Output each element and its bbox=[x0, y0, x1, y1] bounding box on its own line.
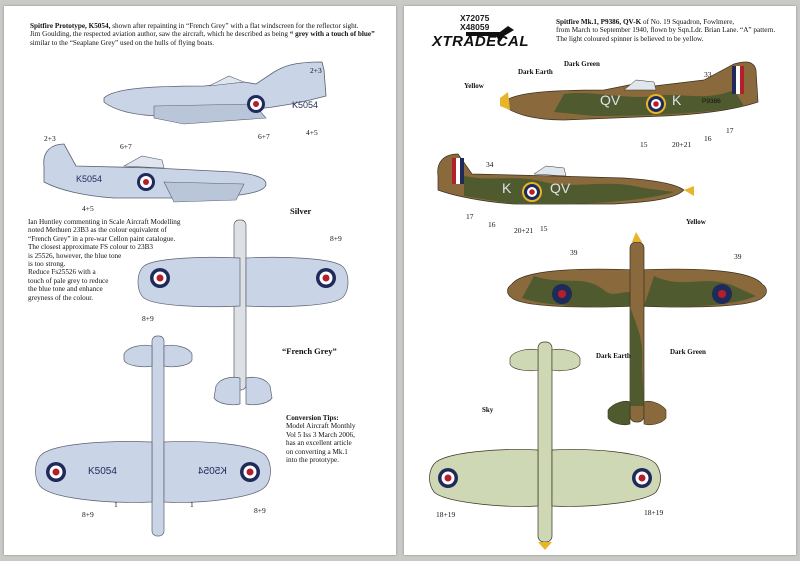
callout-17-port: 17 bbox=[466, 212, 474, 221]
prototype-side-view-starboard bbox=[103, 61, 327, 125]
left-page: Spitfire Prototype, K5054, shown after r… bbox=[4, 6, 396, 555]
intro-title: Spitfire Prototype, K5054, bbox=[30, 22, 111, 30]
callout-20-21: 20+21 bbox=[672, 140, 692, 149]
serial-underwing-starboard: K5054 bbox=[198, 466, 227, 477]
label-sky: Sky bbox=[482, 406, 494, 414]
note-line: is too strong. bbox=[28, 260, 66, 269]
left-artwork bbox=[35, 61, 349, 537]
prototype-plan-view-lower bbox=[35, 335, 271, 537]
catalogue-number-2: X48059 bbox=[460, 22, 490, 32]
note-line: is 25526, however, the blue tone bbox=[28, 251, 122, 260]
note-line: Ian Huntley commenting in Scale Aircraft… bbox=[28, 218, 181, 226]
callout-16-port: 16 bbox=[488, 220, 496, 229]
right-intro-text: Spitfire Mk.1, P9386, QV-K of No. 19 Squ… bbox=[556, 18, 792, 43]
right-page: X72075 X48059 XTRADECAL Spitfire Mk.1, P… bbox=[404, 6, 796, 555]
callout-8-9-lower-right: 8+9 bbox=[254, 506, 266, 515]
aircraft-line3: The light coloured spinner is believed t… bbox=[556, 34, 704, 43]
label-dark-earth-top: Dark Earth bbox=[518, 68, 553, 76]
note-line: The closest approximate FS colour to 23B… bbox=[28, 243, 153, 252]
callout-18-19-left: 18+19 bbox=[436, 510, 456, 519]
serial-side-1: K5054 bbox=[292, 100, 319, 110]
callout-17: 17 bbox=[726, 126, 734, 135]
intro-emphasis: “ grey with a touch of blue” bbox=[289, 30, 375, 39]
label-dark-green-plan: Dark Green bbox=[670, 348, 706, 356]
squadron-code-port: QV bbox=[550, 180, 571, 196]
conversion-line: Model Aircraft Monthly bbox=[286, 422, 356, 431]
callout-20-21-port: 20+21 bbox=[514, 226, 534, 235]
conversion-line: on converting a Mk.1 bbox=[286, 447, 348, 456]
callout-4-5-port: 4+5 bbox=[82, 204, 94, 213]
intro-text: Spitfire Prototype, K5054, shown after r… bbox=[30, 22, 380, 47]
note-line: “French Grey” in a pre-war Cellon paint … bbox=[28, 234, 176, 243]
callout-2-3: 2+3 bbox=[310, 66, 322, 75]
conversion-line: into the prototype. bbox=[286, 456, 339, 465]
callout-2-3-port: 2+3 bbox=[44, 134, 56, 143]
callout-8-9-plan: 8+9 bbox=[142, 314, 154, 323]
prototype-side-view-port bbox=[43, 143, 267, 203]
silver-label: Silver bbox=[290, 206, 312, 216]
label-dark-green-top: Dark Green bbox=[564, 60, 600, 68]
callout-6-7-port: 6+7 bbox=[120, 142, 132, 151]
label-yellow-plan: Yellow bbox=[686, 218, 706, 226]
intro-line1: shown after repainting in “French Grey” … bbox=[110, 22, 359, 30]
aircraft-title-rest: of No. 19 Squadron, Fowlmere, bbox=[641, 18, 735, 26]
squadron-code-starboard: QV bbox=[600, 92, 621, 108]
aircraft-letter-starboard: K bbox=[672, 92, 682, 108]
callout-39-left: 39 bbox=[570, 248, 578, 257]
note-line: the blue tone and enhance bbox=[28, 285, 103, 294]
callout-15: 15 bbox=[640, 140, 648, 149]
intro-line2: Jim Goulding, the respected aviation aut… bbox=[30, 30, 290, 39]
colour-note: Ian Huntley commenting in Scale Aircraft… bbox=[28, 218, 218, 302]
right-artwork bbox=[429, 26, 767, 550]
conversion-line: has an excellent article bbox=[286, 439, 352, 448]
callout-6-7: 6+7 bbox=[258, 132, 270, 141]
label-dark-earth-plan: Dark Earth bbox=[596, 352, 631, 360]
serial-underwing-port: K5054 bbox=[88, 466, 117, 477]
note-line: greyness of the colour. bbox=[28, 293, 94, 302]
spitfire-plan-view-upper bbox=[507, 232, 767, 426]
callout-16: 16 bbox=[704, 134, 712, 143]
aircraft-line2: from March to September 1940, flown by S… bbox=[556, 26, 776, 35]
callout-4-5: 4+5 bbox=[306, 128, 318, 137]
note-line: touch of pale grey to reduce bbox=[28, 276, 109, 285]
note-line: noted Methuen 23B3 as the colour equival… bbox=[28, 226, 167, 235]
serial-side-2: K5054 bbox=[76, 174, 103, 184]
aircraft-letter-port: K bbox=[502, 180, 512, 196]
callout-34: 34 bbox=[486, 160, 494, 169]
spitfire-side-view-port bbox=[437, 153, 694, 205]
callout-8-9-upper: 8+9 bbox=[330, 234, 342, 243]
spitfire-side-view-starboard bbox=[500, 61, 759, 121]
callout-15-port: 15 bbox=[540, 224, 548, 233]
callout-39-right: 39 bbox=[734, 252, 742, 261]
serial-starboard: P9386 bbox=[702, 98, 721, 105]
callout-18-19-right: 18+19 bbox=[644, 508, 664, 517]
label-yellow-top: Yellow bbox=[464, 82, 484, 90]
xtradecal-logo: X72075 X48059 XTRADECAL bbox=[432, 13, 542, 51]
french-grey-label: “French Grey” bbox=[282, 346, 337, 356]
brand-name: XTRADECAL bbox=[432, 33, 529, 50]
callout-33: 33 bbox=[704, 70, 712, 79]
aircraft-title: Spitfire Mk.1, P9386, QV-K bbox=[556, 18, 642, 26]
prototype-plan-view-upper bbox=[137, 219, 349, 406]
conversion-title: Conversion Tips: bbox=[286, 414, 339, 422]
spitfire-plan-view-lower bbox=[429, 341, 661, 550]
callout-8-9-lower-left: 8+9 bbox=[82, 510, 94, 519]
callout-1-right: 1 bbox=[190, 500, 194, 509]
jet-logo-icon bbox=[466, 26, 514, 42]
callout-1-left: 1 bbox=[114, 500, 118, 509]
catalogue-number-1: X72075 bbox=[460, 13, 490, 23]
conversion-line: Vol 5 Iss 3 March 2006, bbox=[286, 430, 355, 439]
conversion-tips: Conversion Tips: Model Aircraft Monthly … bbox=[286, 414, 391, 464]
note-line: Reduce Fs25526 with a bbox=[28, 268, 96, 277]
intro-line3: similar to the “Seaplane Grey” used on t… bbox=[30, 38, 215, 47]
